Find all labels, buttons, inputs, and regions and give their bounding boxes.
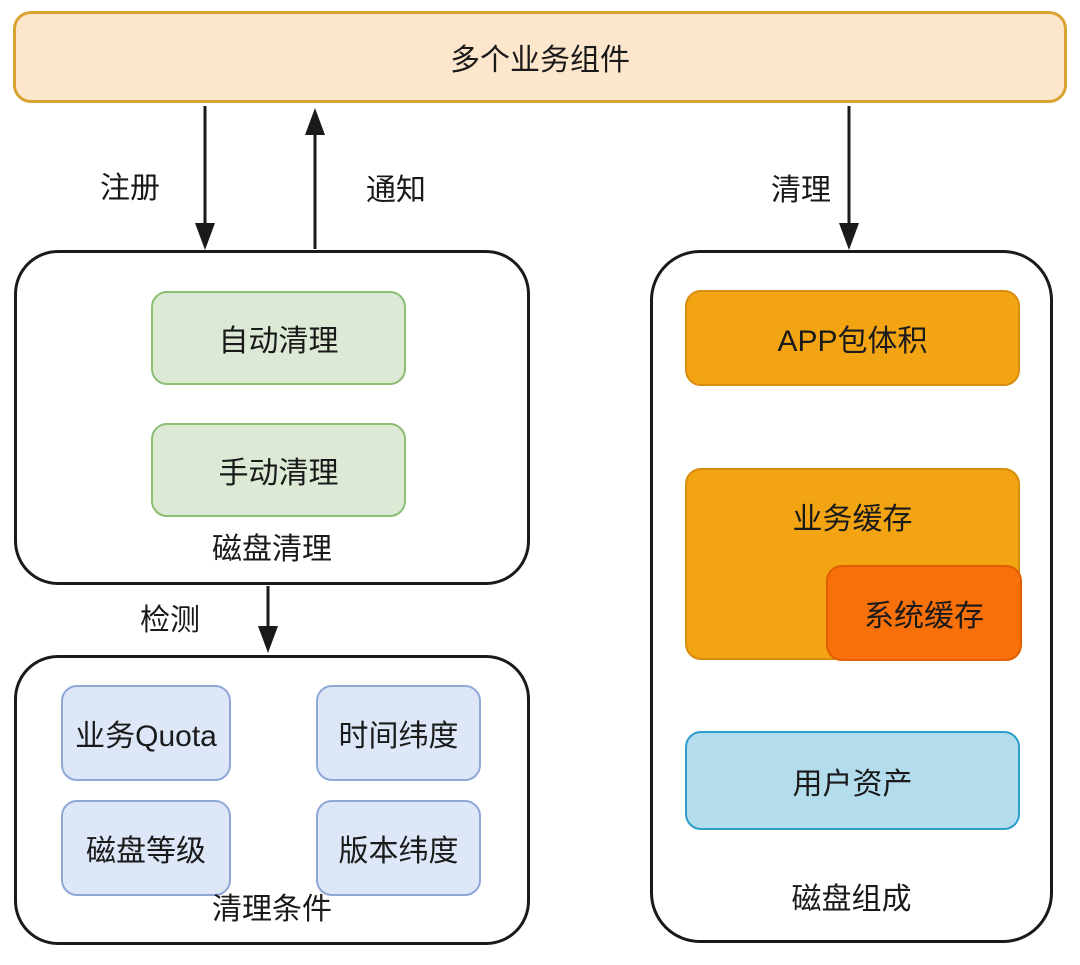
multi-business-components-banner: 多个业务组件 (13, 11, 1067, 103)
manual-clean-node: 手动清理 (151, 423, 406, 517)
notify-arrow (305, 108, 325, 249)
manual-clean-label: 手动清理 (218, 457, 339, 490)
app-package-size-label: APP包体积 (777, 325, 928, 358)
clean-condition-group-title: 清理条件 (212, 893, 332, 926)
register-edge-label: 注册 (100, 172, 160, 205)
time-dimension-label: 时间纬度 (338, 720, 459, 753)
disk-level-label: 磁盘等级 (86, 835, 206, 868)
version-dimension-node: 版本纬度 (316, 800, 481, 896)
clean-condition-group: 业务Quota 时间纬度 磁盘等级 版本纬度 清理条件 (14, 655, 530, 945)
time-dimension-node: 时间纬度 (316, 685, 481, 781)
auto-clean-node: 自动清理 (151, 291, 406, 385)
detect-edge-label: 检测 (140, 604, 200, 637)
user-assets-label: 用户资产 (792, 767, 913, 801)
disk-level-node: 磁盘等级 (61, 800, 231, 896)
system-cache-node: 系统缓存 (826, 565, 1022, 661)
user-assets-node: 用户资产 (685, 731, 1020, 830)
business-quota-label: 业务Quota (75, 720, 217, 753)
version-dimension-label: 版本纬度 (338, 835, 459, 868)
business-cache-label: 业务缓存 (792, 503, 913, 536)
disk-composition-group: APP包体积 业务缓存 系统缓存 用户资产 磁盘组成 (650, 250, 1053, 943)
clean-arrow (839, 106, 859, 250)
disk-clean-group: 自动清理 手动清理 磁盘清理 (14, 250, 530, 585)
system-cache-label: 系统缓存 (864, 600, 984, 633)
auto-clean-label: 自动清理 (218, 325, 339, 358)
banner-label: 多个业务组件 (450, 44, 630, 77)
register-arrow (195, 106, 215, 250)
disk-clean-group-title: 磁盘清理 (212, 533, 332, 566)
detect-arrow (258, 586, 278, 653)
app-package-size-node: APP包体积 (685, 290, 1020, 386)
notify-edge-label: 通知 (366, 174, 426, 207)
clean-edge-label: 清理 (771, 174, 831, 207)
business-quota-node: 业务Quota (61, 685, 231, 781)
disk-composition-group-title: 磁盘组成 (791, 883, 912, 916)
